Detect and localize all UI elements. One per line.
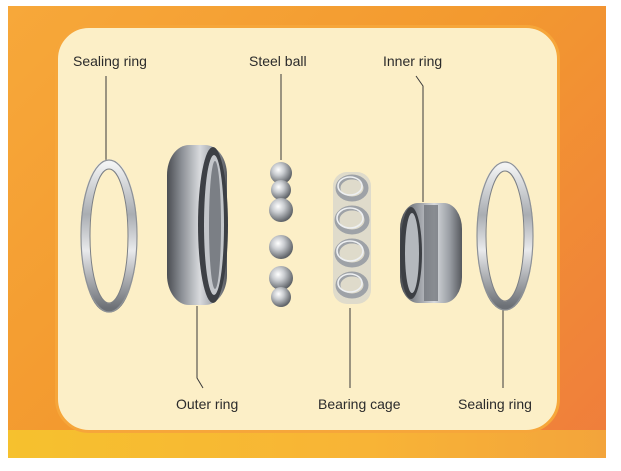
sealing-ring-icon xyxy=(80,159,138,313)
diagram-panel xyxy=(55,25,560,433)
label-sealing-ring-right: Sealing ring xyxy=(458,396,532,412)
label-bearing-cage: Bearing cage xyxy=(318,396,401,412)
bearing-cage-icon xyxy=(333,172,371,304)
steel-ball-icon xyxy=(269,162,293,307)
outer-ring-icon xyxy=(167,145,228,305)
label-steel-ball: Steel ball xyxy=(249,53,307,69)
label-inner-ring: Inner ring xyxy=(383,53,443,69)
leader-lines xyxy=(105,74,504,389)
inner-ring-icon xyxy=(400,203,462,303)
label-sealing-ring-left: Sealing ring xyxy=(73,53,147,69)
background-bottom-band xyxy=(8,430,606,458)
label-outer-ring: Outer ring xyxy=(176,396,239,412)
sealing-ring-icon xyxy=(476,161,534,311)
